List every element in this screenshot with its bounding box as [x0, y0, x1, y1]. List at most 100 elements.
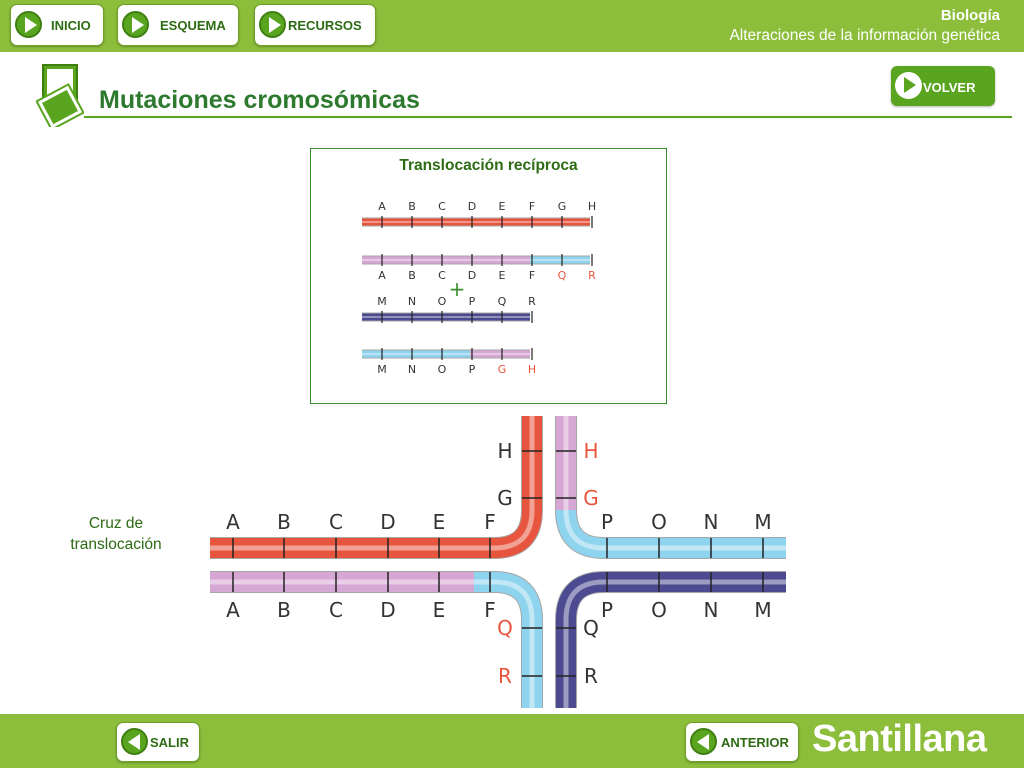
volver-button[interactable]: VOLVER [891, 66, 995, 106]
title-divider [84, 116, 1012, 118]
panel-gene-label: A [378, 200, 386, 213]
subject-title: Biología [940, 7, 1000, 24]
red-arm-shine [210, 416, 535, 551]
blue-right-arm-body [556, 509, 786, 558]
play-icon [122, 11, 149, 38]
cross-gene-label: F [484, 510, 496, 534]
cross-gene-label: M [754, 598, 771, 622]
top-bar: INICIO ESQUEMA RECURSOS Biología Alterac… [0, 0, 1024, 52]
panel-gene-label: F [529, 269, 535, 282]
panel-gene-label: E [499, 200, 506, 213]
cross-gene-label: M [754, 510, 771, 534]
cross-gene-label: E [433, 598, 446, 622]
esquema-button[interactable]: ESQUEMA [117, 4, 239, 46]
salir-label: SALIR [150, 735, 189, 750]
panel-gene-label: O [438, 363, 447, 376]
blue-right-arm-shine [563, 509, 786, 551]
cross-gene-label: R [584, 664, 598, 688]
cross-gene-label: O [651, 510, 667, 534]
blue-down-arm-shine [474, 579, 535, 708]
cross-gene-label: B [277, 598, 291, 622]
back-icon [121, 728, 148, 755]
panel-gene-label: R [588, 269, 596, 282]
panel-gene-label: D [468, 269, 476, 282]
panel-gene-label: E [499, 269, 506, 282]
cross-gene-label: P [601, 598, 613, 622]
recursos-label: RECURSOS [288, 18, 362, 33]
cross-gene-label: E [433, 510, 446, 534]
cross-gene-label: Q [497, 616, 513, 640]
back-icon [690, 728, 717, 755]
blue-right-arm [555, 509, 786, 559]
recursos-button[interactable]: RECURSOS [254, 4, 376, 46]
cross-gene-label: N [704, 598, 719, 622]
panel-gene-label: G [498, 363, 507, 376]
volver-label: VOLVER [923, 80, 976, 95]
plus-symbol: + [449, 277, 466, 301]
play-icon [259, 11, 286, 38]
esquema-label: ESQUEMA [160, 18, 226, 33]
panel-gene-label: G [558, 200, 567, 213]
play-icon [895, 72, 922, 99]
panel-gene-label: B [408, 269, 416, 282]
topic-title: Alteraciones de la información genética [729, 27, 1000, 44]
page-title: Mutaciones cromosómicas [99, 86, 420, 114]
cross-gene-label: H [583, 439, 598, 463]
section-logo-icon [36, 64, 84, 127]
red-arm-body [210, 416, 542, 558]
cross-gene-label: G [583, 486, 599, 510]
translocation-panel: Translocación recíproca [310, 148, 667, 404]
bottom-bar: SALIR ANTERIOR [0, 714, 1024, 768]
cross-gene-label: P [601, 510, 613, 534]
panel-gene-label: N [408, 295, 416, 308]
anterior-button[interactable]: ANTERIOR [685, 722, 799, 762]
cross-gene-label: H [497, 439, 512, 463]
cross-gene-label: D [380, 510, 395, 534]
navy-arm-body [556, 572, 786, 708]
panel-gene-label: R [528, 295, 536, 308]
cross-gene-label: O [651, 598, 667, 622]
panel-gene-label: C [438, 269, 446, 282]
panel-gene-label: H [528, 363, 536, 376]
brand-logo: Santillana [812, 718, 987, 760]
panel-gene-label: F [529, 200, 535, 213]
panel-gene-label: Q [498, 295, 507, 308]
panel-gene-label: Q [558, 269, 567, 282]
cross-label: Cruz de translocación [70, 515, 162, 553]
panel-gene-label: P [469, 295, 476, 308]
panel-gene-label: D [468, 200, 476, 213]
panel-gene-label: A [378, 269, 386, 282]
cross-gene-label: Q [583, 616, 599, 640]
cross-gene-label: A [226, 598, 240, 622]
panel-gene-label: H [588, 200, 596, 213]
cross-gene-label: B [277, 510, 291, 534]
blue-down-arm-body [474, 572, 542, 708]
panel-title: Translocación recíproca [399, 157, 578, 174]
inicio-button[interactable]: INICIO [10, 4, 104, 46]
panel-gene-label: M [377, 295, 387, 308]
cross-gene-label: G [497, 486, 513, 510]
inicio-label: INICIO [51, 18, 91, 33]
cross-gene-label: C [329, 598, 343, 622]
play-icon [15, 11, 42, 38]
panel-gene-label: B [408, 200, 416, 213]
cross-gene-label: R [498, 664, 512, 688]
anterior-label: ANTERIOR [721, 735, 789, 750]
panel-gene-label: C [438, 200, 446, 213]
panel-gene-label: N [408, 363, 416, 376]
panel-gene-label: P [469, 363, 476, 376]
cross-gene-label: F [484, 598, 496, 622]
blue-down-arm [474, 571, 543, 708]
cross-gene-label: A [226, 510, 240, 534]
panel-gene-label: O [438, 295, 447, 308]
red-arm [210, 416, 543, 559]
navy-arm-outline [555, 571, 786, 708]
salir-button[interactable]: SALIR [116, 722, 200, 762]
panel-chromosome-3: M N O P Q R [362, 295, 536, 323]
navy-arm [555, 571, 786, 708]
